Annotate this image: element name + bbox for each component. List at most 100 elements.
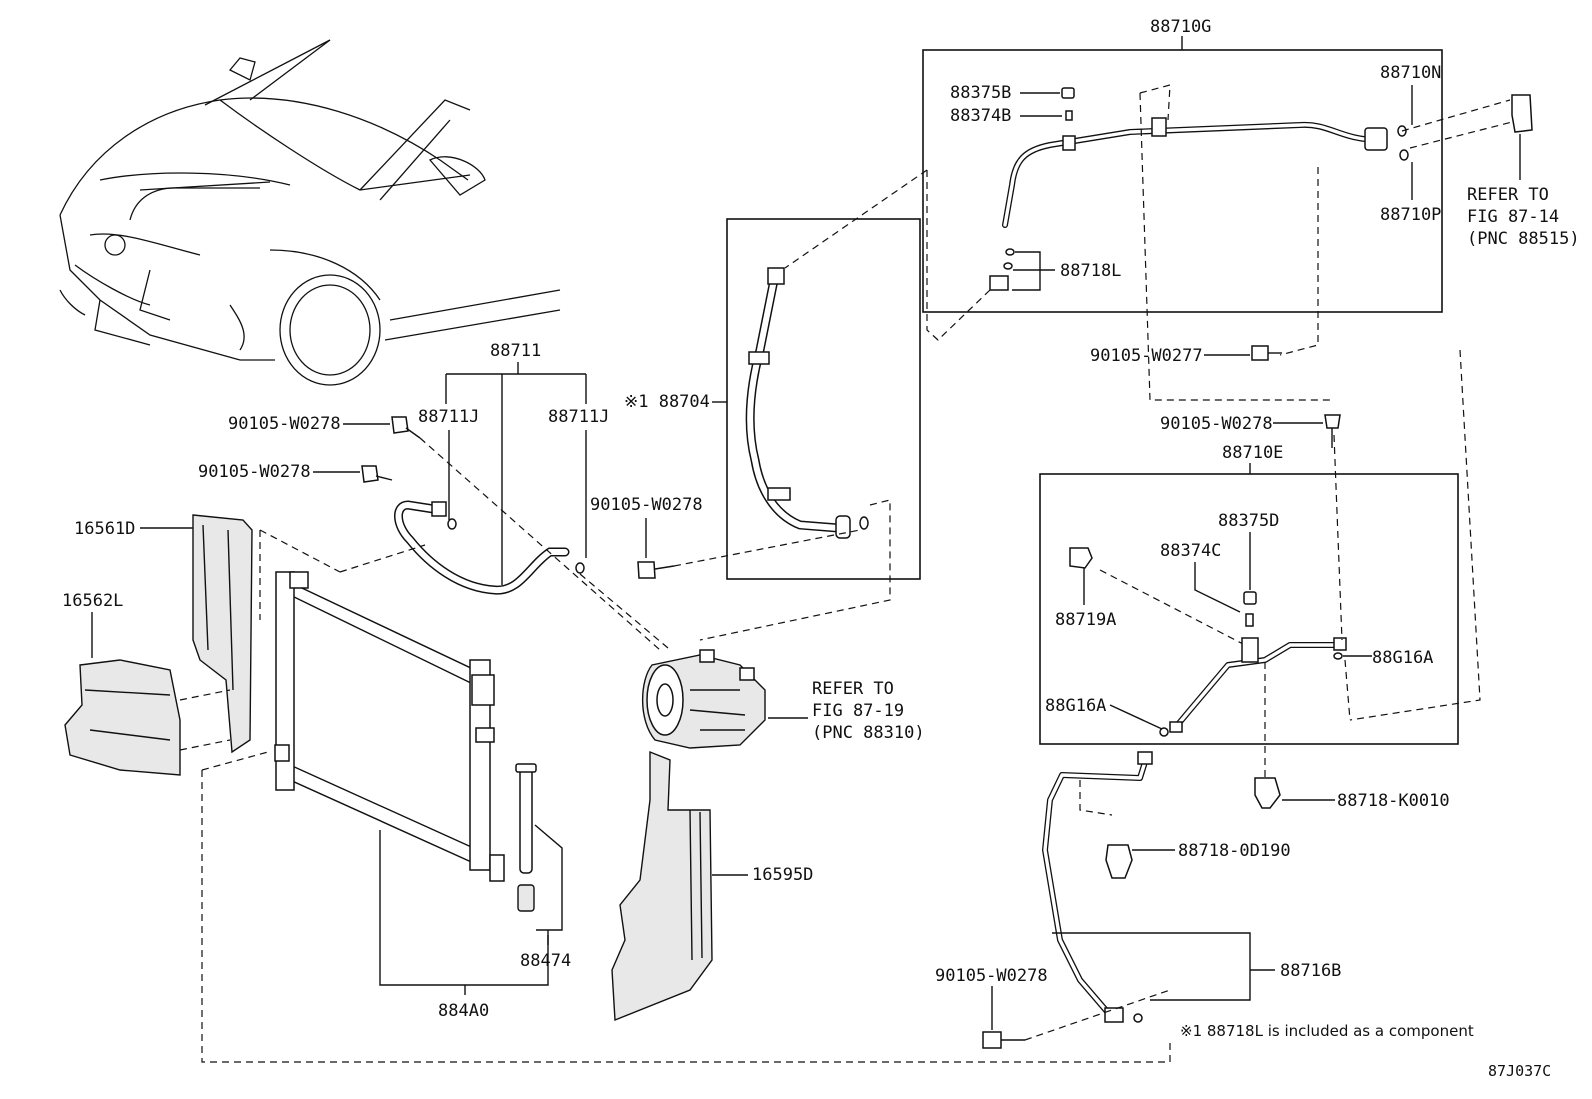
label-88375D: 88375D	[1218, 511, 1279, 531]
note-component: ※1 88718L is included as a component	[1180, 1022, 1474, 1040]
pipe-end-fitting	[1104, 1007, 1124, 1023]
label-88711J-right: 88711J	[548, 407, 609, 427]
bolt-90105-W0278-b: 90105-W0278	[198, 462, 393, 483]
cap-88375D	[1243, 591, 1257, 605]
label-88375B: 88375B	[950, 83, 1011, 103]
label-88718-0D190: 88718-0D190	[1178, 841, 1291, 861]
hose-fitting	[431, 501, 447, 517]
clip-88718L	[989, 275, 1009, 291]
reference-fig-87-14: REFER TO FIG 87-14 (PNC 88515)	[1467, 94, 1580, 249]
pipe-end-fitting	[1364, 127, 1388, 151]
o-ring-88710P	[1399, 149, 1409, 161]
pipe-clamp	[1151, 117, 1167, 137]
o-ring-88716B	[1133, 1013, 1143, 1023]
bolt-90105-W0278-a: 90105-W0278	[228, 414, 421, 439]
condenser-bracket	[274, 744, 290, 762]
condenser-tank-left	[275, 571, 295, 791]
label-refer-to-1: REFER TO	[1467, 185, 1549, 205]
clip-88718-K0010: 88718-K0010	[1254, 777, 1450, 811]
guide-16562L-group: 16562L	[62, 591, 181, 776]
hose-end-fitting	[835, 515, 851, 539]
label-88710N: 88710N	[1380, 63, 1441, 83]
compressor-pulley-hub	[656, 683, 674, 717]
label-90105-W0278-e: 90105-W0278	[935, 966, 1048, 986]
label-88474: 88474	[520, 951, 571, 971]
condenser-bracket	[471, 674, 495, 706]
condenser-bracket	[289, 571, 309, 589]
dryer-88474: 88474	[515, 763, 571, 971]
seal-16595D	[611, 750, 713, 1022]
label-16561D: 16561D	[74, 519, 135, 539]
label-16562L: 16562L	[62, 591, 123, 611]
label-88374B: 88374B	[950, 106, 1011, 126]
guide-16562L	[64, 659, 181, 776]
car-front-view-illustration	[59, 39, 561, 386]
dryer-cartridge	[519, 767, 533, 874]
dryer-plug	[517, 884, 535, 912]
group-88710G: 88710G 88375B 88374B 88710N 88710P 88718…	[922, 17, 1443, 313]
label-16595D: 16595D	[752, 865, 813, 885]
bolt-90105-W0277: 90105-W0277	[1090, 345, 1282, 366]
condenser-884A0: 884A0	[274, 571, 549, 1021]
condenser-core	[284, 578, 479, 867]
compressor-port	[699, 649, 715, 663]
pipe-end-fitting	[1333, 637, 1347, 651]
label-88710P: 88710P	[1380, 205, 1441, 225]
bolt-90105-W0278-bottom: 90105-W0278	[935, 966, 1171, 1049]
label-pnc-88515: (PNC 88515)	[1467, 229, 1580, 249]
hose-88711	[394, 500, 570, 595]
compressor-assembly: REFER TO FIG 87-19 (PNC 88310)	[641, 649, 925, 749]
label-88G16A-right: 88G16A	[1372, 648, 1433, 668]
service-valve-block	[1241, 637, 1259, 663]
condenser-bracket	[475, 727, 495, 743]
label-88718-K0010: 88718-K0010	[1337, 791, 1450, 811]
clip-88718-0D190: 88718-0D190	[1079, 780, 1291, 879]
o-ring-small	[1003, 262, 1013, 270]
seal-16561D-group: 16561D	[74, 514, 253, 754]
diagram-code: 87J037C	[1488, 1062, 1551, 1080]
label-88710G: 88710G	[1150, 17, 1211, 37]
o-ring-88704	[859, 516, 869, 530]
pipe-88716B	[1042, 759, 1148, 1018]
box-88710E	[1039, 473, 1459, 745]
label-90105-W0278-a: 90105-W0278	[228, 414, 341, 434]
label-88716B: 88716B	[1280, 961, 1341, 981]
label-88711: 88711	[490, 341, 541, 361]
label-90105-W0278-b: 90105-W0278	[198, 462, 311, 482]
label-90105-W0278-d: 90105-W0278	[1160, 414, 1273, 434]
label-pnc-88310: (PNC 88310)	[812, 723, 925, 743]
seal-16595D-group: 16595D	[611, 750, 813, 1022]
label-88719A: 88719A	[1055, 610, 1116, 630]
seal-16561D	[192, 514, 253, 754]
valve-core-88374C	[1245, 613, 1254, 627]
connector-ref-88515	[1511, 94, 1533, 133]
condenser-bracket	[489, 854, 505, 882]
group-88710E: 88710E 88719A 88375D 88374C 88G16A 88G16…	[1039, 434, 1459, 745]
pipe-88716B-group: 88716B	[1042, 751, 1341, 1023]
bolt-90105-W0278-upper-right: 90105-W0278	[1160, 414, 1341, 448]
bolt-88719A	[1069, 547, 1093, 569]
hose-sleeve	[748, 351, 770, 365]
group-88711: 88711 88711J 88711J	[394, 341, 609, 595]
label-88718L: 88718L	[1060, 261, 1121, 281]
hose-end-fitting	[767, 267, 785, 285]
label-fig-87-14: FIG 87-14	[1467, 207, 1559, 227]
o-ring-88G16A-left	[1159, 727, 1169, 737]
bolt-90105-W0278-c: 90105-W0278	[590, 495, 861, 579]
label-fig-87-19: FIG 87-19	[812, 701, 904, 721]
dryer-cap	[515, 763, 537, 773]
label-884A0: 884A0	[438, 1001, 489, 1021]
o-ring-88711J-right	[575, 562, 585, 574]
label-88704: ※1 88704	[624, 392, 710, 412]
hose-sleeve	[767, 487, 791, 501]
label-88374C: 88374C	[1160, 541, 1221, 561]
label-88710E: 88710E	[1222, 443, 1283, 463]
label-90105-W0278-c: 90105-W0278	[590, 495, 703, 515]
condenser-tank-right	[469, 659, 491, 871]
pipe-end-fitting	[1169, 721, 1183, 733]
o-ring-small	[1005, 248, 1015, 256]
label-88G16A-left: 88G16A	[1045, 696, 1106, 716]
pipe-88710G	[1002, 121, 1383, 228]
service-valve	[1062, 135, 1076, 151]
